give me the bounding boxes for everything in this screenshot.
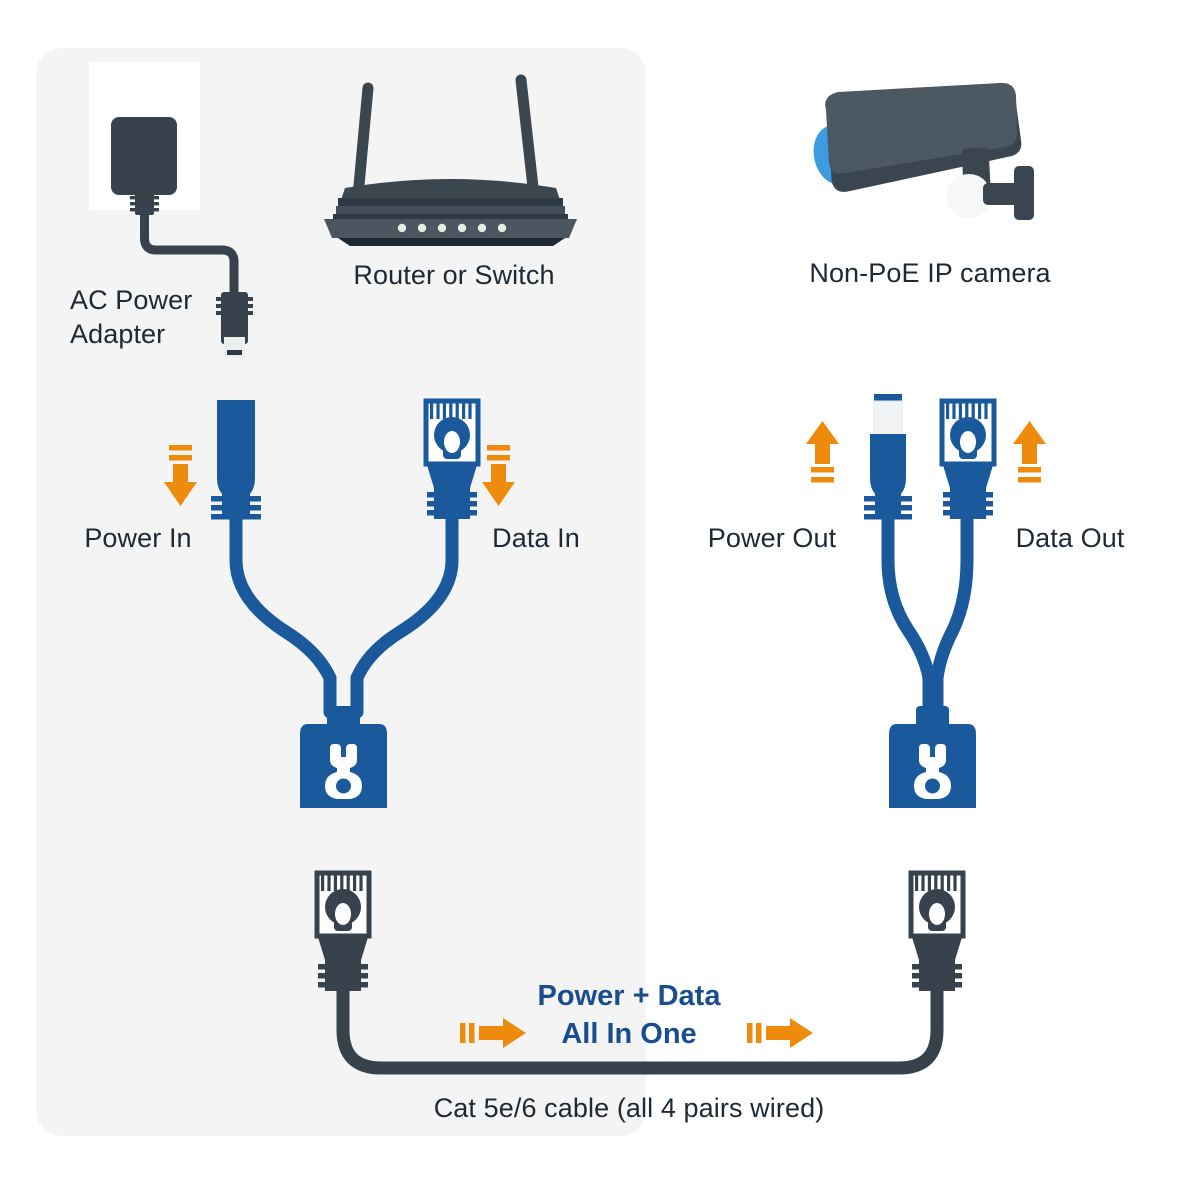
arrow-up-icon [806,421,839,483]
data-out-label: Data Out [1015,523,1125,553]
power-in-label: Power In [84,523,192,553]
router-led-row [397,223,507,233]
rj45-plug-icon [939,398,997,519]
router-icon [324,74,577,246]
dc-barrel-plug-icon [864,394,912,520]
dc-barrel-jack-icon [211,400,261,520]
highlight-panel [36,48,646,1136]
arrow-up-icon [1013,421,1046,483]
poe-splitter-icon [864,394,997,808]
ip-camera-label: Non-PoE IP camera [809,258,1051,288]
router-or-switch-label: Router or Switch [353,260,555,290]
rj45-plug-icon [314,870,372,991]
power-out-label: Power Out [707,523,837,553]
data-in-label: Data In [492,523,580,553]
rj45-socket-icon [300,706,387,808]
ethernet-cable-icon [314,870,966,1075]
arrow-down-icon [482,445,515,506]
arrow-down-icon [164,445,197,506]
rj45-plug-icon [908,870,966,991]
cat-cable-caption: Cat 5e/6 cable (all 4 pairs wired) [433,1093,825,1123]
arrow-right-icon [747,1018,813,1048]
dc-barrel-plug-icon [216,292,253,358]
poe-injector-splitter-icon [211,398,481,808]
arrow-right-icon [460,1018,526,1048]
rj45-socket-icon [889,706,976,808]
ip-camera-icon [813,82,1034,220]
rj45-plug-icon [423,398,481,519]
ac-power-adapter-icon [89,62,253,358]
